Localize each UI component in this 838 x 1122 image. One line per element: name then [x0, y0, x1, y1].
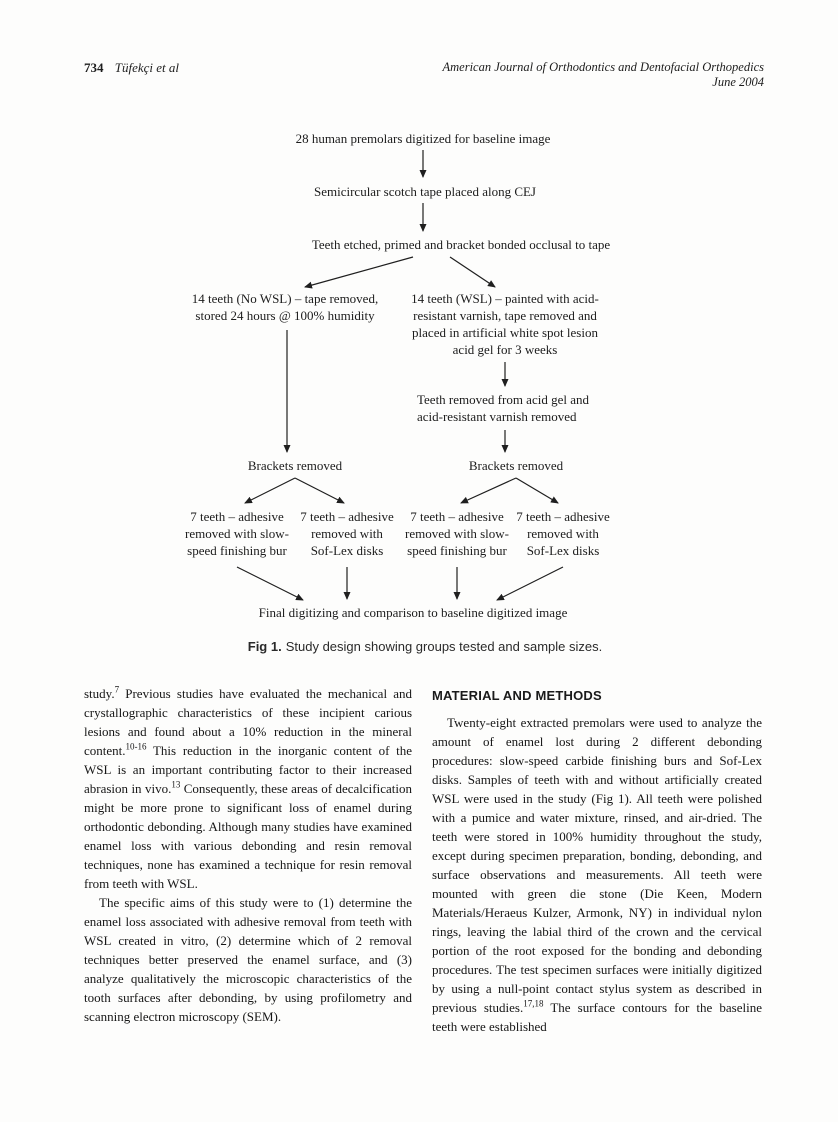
arrow-leaf4-to-final — [496, 566, 564, 601]
node-leaf-bur-wsl: 7 teeth – adhesive removed with slow- sp… — [405, 509, 509, 558]
arrow-brackets-right-to-soflex — [515, 477, 559, 504]
journal-title: American Journal of Orthodontics and Den… — [442, 60, 765, 74]
left-paragraph-1: study.7 Previous studies have evaluated … — [84, 684, 412, 891]
journal-issue: June 2004 — [712, 75, 764, 89]
node-final-digitizing: Final digitizing and comparison to basel… — [258, 605, 568, 620]
node-group-wsl: 14 teeth (WSL) – painted with acid- resi… — [411, 291, 599, 357]
node-leaf-soflex-no-wsl: 7 teeth – adhesive removed with Sof-Lex … — [300, 509, 394, 558]
section-heading-material-methods: MATERIAL AND METHODS — [432, 688, 602, 703]
right-column: MATERIAL AND METHODS Twenty-eight extrac… — [432, 684, 762, 1036]
arrow-leaf1-to-final — [236, 566, 304, 601]
running-head: 734 Tüfekçi et al American Journal of Or… — [84, 60, 764, 90]
authors-short: Tüfekçi et al — [114, 60, 180, 75]
node-acid-gel-removed: Teeth removed from acid gel and acid-res… — [417, 392, 589, 424]
arrow-brackets-right-to-bur — [460, 477, 517, 504]
running-head-left: 734 Tüfekçi et al — [84, 60, 179, 76]
node-leaf-soflex-wsl: 7 teeth – adhesive removed with Sof-Lex … — [516, 509, 610, 558]
node-baseline-digitized: 28 human premolars digitized for baselin… — [295, 131, 551, 146]
node-group-no-wsl: 14 teeth (No WSL) – tape removed, stored… — [191, 291, 379, 323]
running-head-right: American Journal of Orthodontics and Den… — [443, 60, 765, 90]
node-brackets-removed-right: Brackets removed — [468, 458, 564, 473]
figure-caption: Fig 1.Study design showing groups tested… — [248, 639, 602, 654]
node-scotch-tape: Semicircular scotch tape placed along CE… — [313, 184, 537, 199]
left-column: study.7 Previous studies have evaluated … — [84, 684, 412, 1026]
page-number: 734 — [84, 60, 104, 75]
node-brackets-removed-left: Brackets removed — [247, 458, 343, 473]
arrow-brackets-left-to-soflex — [294, 477, 345, 504]
arrow-etch-to-wsl — [449, 256, 496, 288]
figure-caption-text: Study design showing groups tested and s… — [285, 639, 603, 654]
figure-caption-label: Fig 1. — [247, 639, 282, 654]
right-paragraph-1: Twenty-eight extracted premolars were us… — [432, 715, 762, 1034]
left-paragraph-2: The specific aims of this study were to … — [84, 895, 412, 1024]
arrow-etch-to-no-wsl — [304, 256, 414, 289]
arrow-brackets-left-to-bur — [244, 477, 296, 504]
node-leaf-bur-no-wsl: 7 teeth – adhesive removed with slow- sp… — [185, 509, 289, 558]
node-etch-prime-bond: Teeth etched, primed and bracket bonded … — [311, 237, 611, 252]
